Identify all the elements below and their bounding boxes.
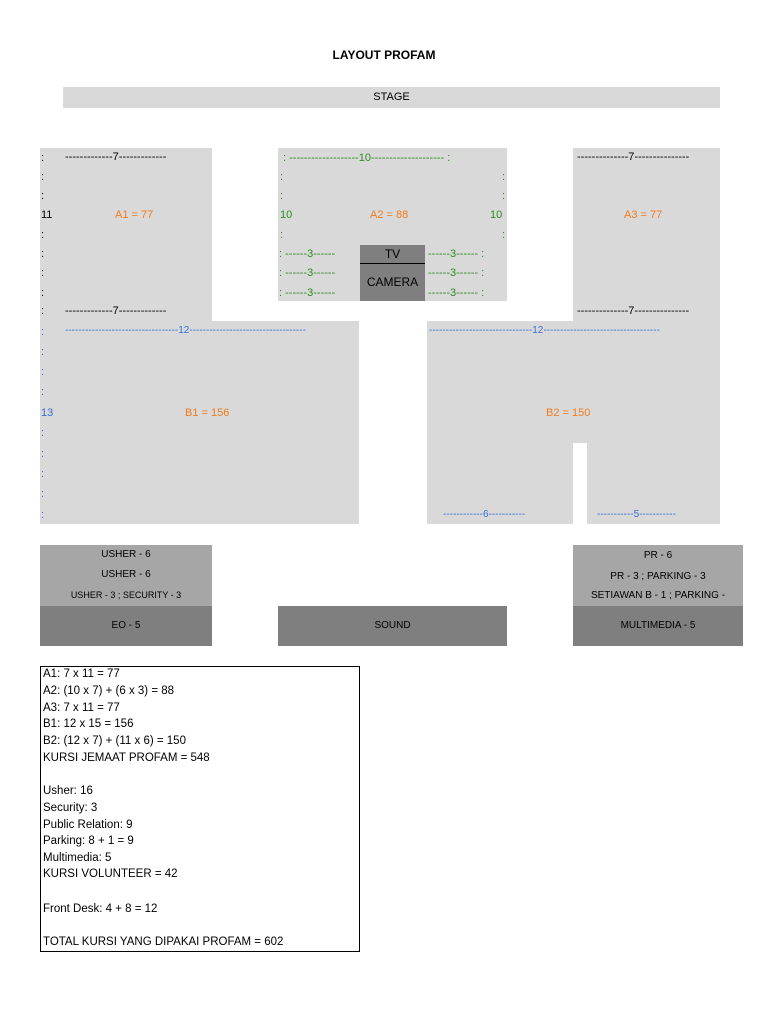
colon-mark: : <box>502 171 506 183</box>
colon-mark: : <box>41 386 45 398</box>
b1-area-label: B1 = 156 <box>185 407 230 419</box>
colon-mark: : <box>41 427 45 439</box>
a2-right-count: 10 <box>490 209 503 221</box>
summary-line: TOTAL KURSI YANG DIPAKAI PROFAM = 602 <box>43 936 284 948</box>
b2-top-count: -------------------------------12-------… <box>429 325 660 336</box>
summary-line: Usher: 16 <box>43 785 93 797</box>
section-b2-right-wing <box>587 443 720 524</box>
setiawan-label: SETIAWAN B - 1 ; PARKING - <box>590 590 726 601</box>
usher-box: USHER - 6 USHER - 6 USHER - 3 ; SECURITY… <box>40 545 212 606</box>
b1-top-count: ----------------------------------12----… <box>65 325 306 336</box>
a1-row-count: 11 <box>41 209 53 221</box>
a1-top-count: -------------7------------- <box>65 151 167 163</box>
colon-mark: : <box>41 305 45 317</box>
camera-label: CAMERA <box>366 275 419 289</box>
colon-mark: : <box>41 248 45 260</box>
colon-mark: : <box>41 346 45 358</box>
pr-label: PR - 6 <box>643 550 673 561</box>
section-b2 <box>427 321 720 443</box>
colon-mark: : <box>41 448 45 460</box>
a2-left-count: 10 <box>280 209 293 221</box>
colon-mark: : <box>41 326 45 338</box>
section-b1 <box>40 321 359 524</box>
colon-mark: : <box>41 267 45 279</box>
summary-line: A1: 7 x 11 = 77 <box>43 668 120 680</box>
a2-top-count: : -------------------10-----------------… <box>283 152 451 164</box>
tv-label: TV <box>384 247 401 261</box>
a2-side-count: : ------3------ <box>279 287 336 299</box>
colon-mark: : <box>41 468 45 480</box>
colon-mark: : <box>41 366 45 378</box>
b2-wing-count: -----------5----------- <box>597 509 676 520</box>
page-title: LAYOUT PROFAM <box>332 48 436 62</box>
summary-line: KURSI VOLUNTEER = 42 <box>43 868 178 880</box>
summary-line: Front Desk: 4 + 8 = 12 <box>43 903 158 915</box>
a2-side-count: : ------3------ <box>279 267 336 279</box>
summary-line: Security: 3 <box>43 802 98 814</box>
a3-bottom-count: --------------7--------------- <box>577 305 690 317</box>
colon-mark: : <box>280 229 284 241</box>
summary-line: B2: (12 x 7) + (11 x 6) = 150 <box>43 735 186 747</box>
pr-box: PR - 6 PR - 3 ; PARKING - 3 SETIAWAN B -… <box>573 545 743 606</box>
colon-mark: : <box>41 171 45 183</box>
multimedia-label: MULTIMEDIA - 5 <box>620 620 696 631</box>
a1-bottom-count: -------------7------------- <box>65 305 167 317</box>
a2-side-count: ------3------ : <box>428 248 485 260</box>
a3-area-label: A3 = 77 <box>624 209 663 221</box>
a2-side-count: : ------3------ <box>279 248 336 260</box>
colon-mark: : <box>280 190 284 202</box>
a3-top-count: --------------7--------------- <box>577 151 690 163</box>
usher-security-label: USHER - 3 ; SECURITY - 3 <box>70 590 182 600</box>
b2-area-label: B2 = 150 <box>546 407 591 419</box>
camera-box: CAMERA <box>360 264 425 301</box>
a2-side-count: ------3------ : <box>428 267 485 279</box>
summary-line: A3: 7 x 11 = 77 <box>43 702 120 714</box>
b2-wing-count: ------------6----------- <box>443 509 526 520</box>
colon-mark: : <box>280 171 284 183</box>
pr-parking-label: PR - 3 ; PARKING - 3 <box>610 571 706 582</box>
summary-line: B1: 12 x 15 = 156 <box>43 718 134 730</box>
summary-line: KURSI JEMAAT PROFAM = 548 <box>43 752 210 764</box>
usher-label: USHER - 6 <box>101 549 151 560</box>
a2-side-count: ------3------ : <box>428 287 485 299</box>
section-b2-left-wing <box>427 443 573 524</box>
colon-mark: : <box>41 229 45 241</box>
colon-mark: : <box>502 229 506 241</box>
colon-mark: : <box>41 509 45 521</box>
colon-mark: : <box>41 190 45 202</box>
section-a3 <box>573 148 720 321</box>
sound-box: SOUND <box>278 606 507 646</box>
summary-line: A2: (10 x 7) + (6 x 3) = 88 <box>43 685 175 697</box>
sound-label: SOUND <box>374 620 411 631</box>
seat-summary: A1: 7 x 11 = 77 A2: (10 x 7) + (6 x 3) =… <box>40 666 360 952</box>
a2-area-label: A2 = 88 <box>370 209 409 221</box>
summary-line: Public Relation: 9 <box>43 819 133 831</box>
usher-label: USHER - 6 <box>101 569 151 580</box>
stage: STAGE <box>63 87 720 108</box>
summary-line: Multimedia: 5 <box>43 852 112 864</box>
colon-mark: : <box>41 152 45 164</box>
section-a1 <box>40 148 212 321</box>
colon-mark: : <box>41 287 45 299</box>
tv-box: TV <box>360 245 425 264</box>
colon-mark: : <box>41 488 45 500</box>
a1-area-label: A1 = 77 <box>115 209 154 221</box>
eo-box: EO - 5 <box>40 606 212 646</box>
summary-line: Parking: 8 + 1 = 9 <box>43 835 134 847</box>
multimedia-box: MULTIMEDIA - 5 <box>573 606 743 646</box>
colon-mark: : <box>502 190 506 202</box>
eo-label: EO - 5 <box>111 620 141 631</box>
b1-row-count: 13 <box>41 407 54 419</box>
